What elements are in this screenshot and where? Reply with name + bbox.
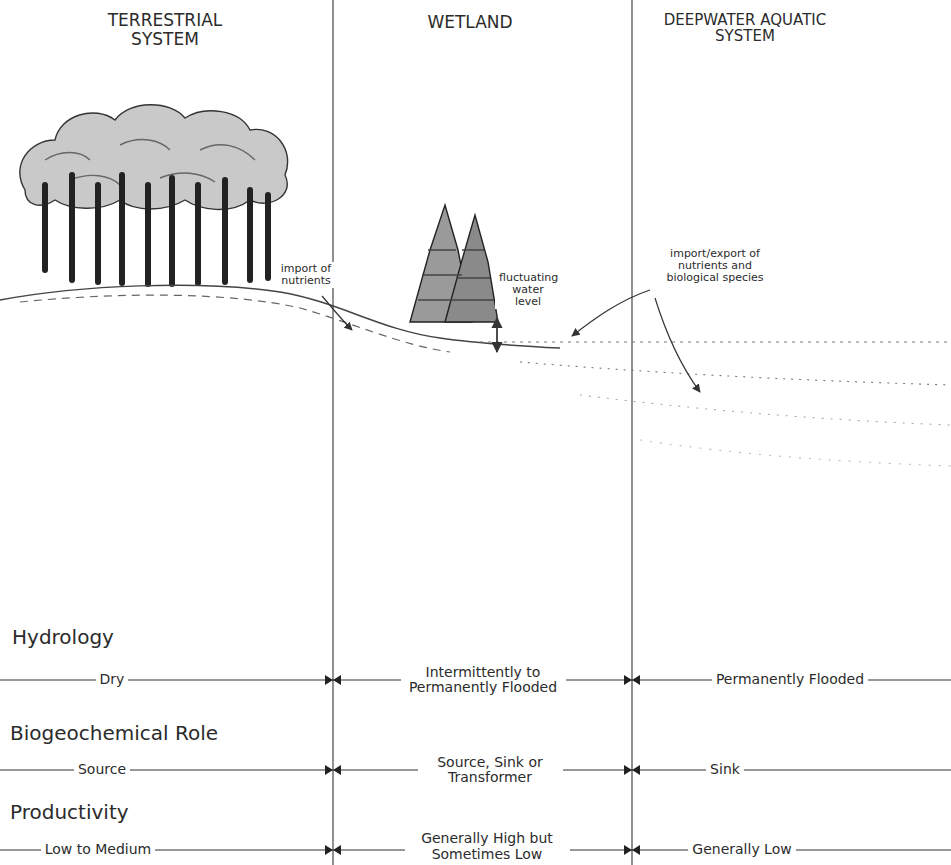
row-title-slot: Hydrology bbox=[12, 626, 232, 648]
row-value-slot: Dry bbox=[77, 671, 147, 688]
row-value: Generally Low bbox=[688, 841, 795, 858]
row-tick bbox=[624, 675, 640, 685]
annotation: fluctuating water level bbox=[495, 271, 561, 309]
row-value: Generally High but Sometimes Low bbox=[405, 830, 570, 863]
column-header: WETLAND bbox=[427, 13, 512, 32]
row-value-slot: Permanently Flooded bbox=[685, 671, 895, 688]
annotation: import/export of nutrients and biologica… bbox=[649, 247, 781, 285]
row-tick bbox=[325, 675, 341, 685]
column-header-slot: WETLAND bbox=[400, 13, 540, 32]
column-header-slot: DEEPWATER AQUATIC SYSTEM bbox=[655, 12, 835, 45]
row-value: Intermittently to Permanently Flooded bbox=[401, 664, 566, 697]
row-value: Low to Medium bbox=[41, 841, 156, 858]
row-value-slot: Generally Low bbox=[677, 841, 807, 858]
annotation-slot: import of nutrients bbox=[273, 262, 339, 288]
water-surface bbox=[480, 342, 951, 466]
water-table-line bbox=[20, 295, 450, 352]
annotation-slot: import/export of nutrients and biologica… bbox=[649, 247, 781, 285]
row-value-slot: Generally High but Sometimes Low bbox=[405, 830, 570, 863]
row-title: Productivity bbox=[10, 801, 129, 823]
tree-trunks bbox=[45, 175, 268, 284]
exchange-arrow bbox=[572, 290, 650, 336]
water-level-arrow bbox=[496, 318, 498, 352]
row-value: Source, Sink or Transformer bbox=[418, 754, 563, 787]
row-value: Sink bbox=[706, 761, 744, 778]
row-lines bbox=[0, 680, 951, 850]
row-value-slot: Sink bbox=[695, 761, 755, 778]
nutrient-arrow bbox=[322, 296, 352, 330]
column-header: DEEPWATER AQUATIC SYSTEM bbox=[655, 12, 835, 45]
column-header: TERRESTRIAL SYSTEM bbox=[78, 11, 253, 48]
column-divider bbox=[631, 0, 632, 865]
row-value: Dry bbox=[96, 671, 129, 688]
exchange-arrow bbox=[655, 298, 700, 392]
wetland-trees bbox=[410, 205, 498, 322]
row-tick bbox=[624, 765, 640, 775]
row-value-slot: Source bbox=[62, 761, 142, 778]
row-tick bbox=[325, 765, 341, 775]
row-value: Source bbox=[74, 761, 130, 778]
row-value: Permanently Flooded bbox=[712, 671, 868, 688]
column-divider bbox=[332, 0, 333, 865]
row-value-slot: Source, Sink or Transformer bbox=[418, 754, 563, 787]
row-tick bbox=[624, 845, 640, 855]
row-title: Biogeochemical Role bbox=[10, 722, 218, 744]
annotation: import of nutrients bbox=[273, 262, 339, 288]
row-ticks bbox=[325, 675, 640, 855]
row-value-slot: Intermittently to Permanently Flooded bbox=[401, 664, 566, 697]
annotation-slot: fluctuating water level bbox=[495, 271, 561, 309]
row-tick bbox=[325, 845, 341, 855]
row-title-slot: Biogeochemical Role bbox=[10, 722, 290, 744]
row-title: Hydrology bbox=[12, 626, 114, 648]
row-value-slot: Low to Medium bbox=[33, 841, 163, 858]
column-header-slot: TERRESTRIAL SYSTEM bbox=[78, 11, 253, 48]
row-title-slot: Productivity bbox=[10, 801, 230, 823]
